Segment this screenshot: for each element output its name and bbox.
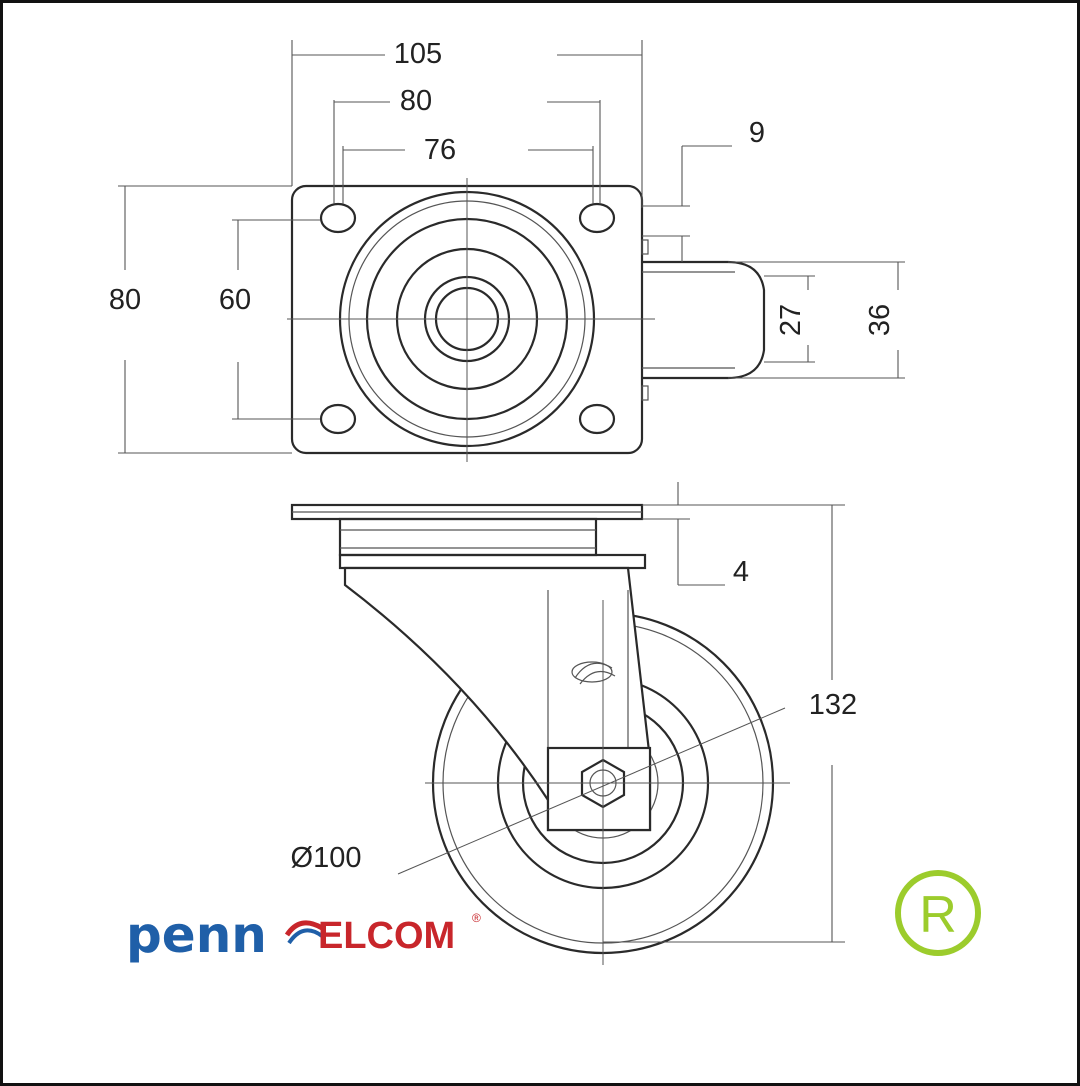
top-view-dimensions: [118, 40, 905, 454]
logo-swoosh-icon: [284, 920, 324, 945]
top-view: [287, 178, 766, 462]
logo-penn-text: penn: [126, 906, 267, 964]
dim-overall-height: 132: [809, 689, 857, 721]
dim-wheel-diameter: Ø100: [291, 842, 362, 874]
dim-plate-length: 80: [109, 284, 141, 316]
bolt-hole: [319, 202, 357, 234]
fork-tab: [641, 385, 649, 401]
dim-plate-width: 105: [394, 38, 442, 70]
swivel-housing: [338, 517, 598, 557]
dim-fork-width: 36: [864, 304, 896, 336]
dim-hole-spacing-outer: 80: [400, 85, 432, 117]
dim-plate-thickness: 4: [733, 556, 749, 588]
bolt-hole: [578, 202, 616, 234]
penn-elcom-logo: penn ELCOM ®: [126, 906, 481, 964]
logo-trademark: ®: [472, 911, 481, 925]
side-view: [290, 503, 790, 965]
diameter-leader: [397, 707, 786, 875]
registered-letter: R: [919, 886, 957, 944]
dim-offset: 9: [749, 117, 765, 149]
fork-tab: [641, 239, 649, 255]
dim-hole-spacing-length: 60: [219, 284, 251, 316]
dim-wheel-width: 27: [775, 304, 807, 336]
fork-top-plate: [338, 553, 647, 570]
bolt-hole: [578, 403, 616, 435]
dim-hole-spacing-inner: 76: [424, 134, 456, 166]
registered-mark-icon: R: [895, 870, 981, 956]
side-view-dimensions: [603, 482, 845, 943]
fork-top-outline: [642, 260, 766, 380]
bolt-hole: [319, 403, 357, 435]
fork-emblem-icon: [571, 661, 616, 685]
logo-elcom-text: ELCOM: [318, 915, 455, 957]
